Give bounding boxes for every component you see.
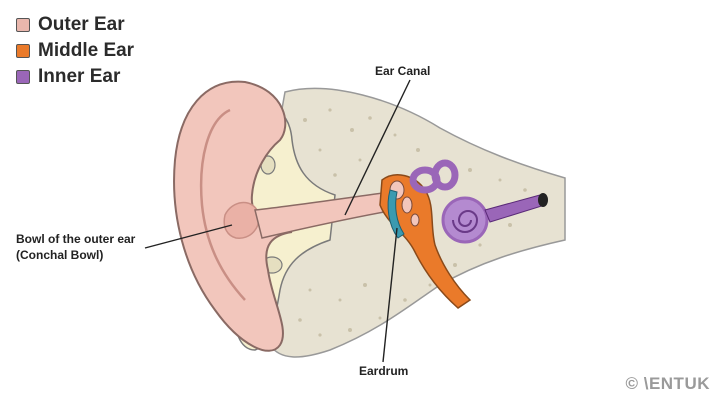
legend-swatch-outer-ear [16,18,30,32]
bone-texture [298,108,547,337]
pinna-fold [199,108,246,301]
legend-item-outer-ear: Outer Ear [16,12,134,38]
legend-swatch-middle-ear [16,44,30,58]
legend-item-middle-ear: Middle Ear [16,38,134,64]
conchal-bowl [223,201,260,239]
inner-ear [409,159,489,244]
nerve-end [538,193,548,207]
eardrum-leader [382,227,398,363]
legend-label: Inner Ear [38,66,121,87]
legend: Outer Ear Middle Ear Inner Ear [16,12,134,90]
ear-canal-leader [344,79,411,216]
semicircular-canal-2 [431,159,459,191]
ear-canal-label: Ear Canal [375,64,431,78]
bowl-leader [144,224,233,249]
legend-label: Middle Ear [38,40,135,61]
cochlea [441,196,489,244]
legend-item-inner-ear: Inner Ear [16,64,134,90]
cochlea-spiral [452,210,479,233]
bowl-label-line2: (Conchal Bowl) [16,248,104,262]
legend-label: Outer Ear [38,14,125,35]
legend-swatch-inner-ear [16,70,30,84]
eardrum-label: Eardrum [359,364,409,378]
copyright-watermark: © \ENTUK [625,374,710,393]
bowl-label-line1: Bowl of the outer ear [16,232,136,246]
eardrum [387,189,405,239]
